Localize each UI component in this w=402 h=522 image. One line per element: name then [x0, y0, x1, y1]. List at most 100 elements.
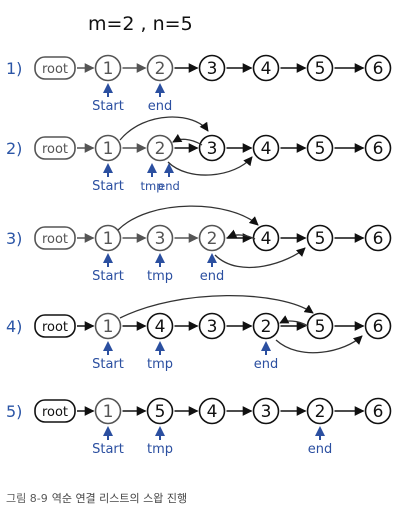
- list-node-value: 1: [103, 229, 114, 249]
- link-1-to-5: [119, 294, 314, 319]
- link-2-to-6: [275, 335, 363, 354]
- pointer-label: Start: [92, 442, 124, 457]
- root-node: [34, 314, 76, 338]
- pointer-label: end: [148, 99, 173, 114]
- list-node: [94, 134, 122, 162]
- list-node-value: 4: [261, 59, 272, 79]
- pointer-label: end: [158, 179, 180, 193]
- list-node-value: 4: [261, 139, 272, 159]
- list-node-value: 4: [261, 229, 272, 249]
- link-1-to-4: [117, 205, 259, 231]
- root-node: [34, 399, 76, 423]
- step-label: 5): [6, 402, 22, 421]
- list-node-value: 5: [315, 229, 326, 249]
- pointer-label: Start: [92, 179, 124, 194]
- pointer-label: tmp: [140, 179, 163, 193]
- list-node-value: 6: [373, 139, 384, 159]
- list-node-value: 6: [373, 59, 384, 79]
- list-node-value: 1: [103, 317, 114, 337]
- list-node: [198, 224, 226, 252]
- step-4-links: [119, 294, 363, 354]
- list-node-value: 1: [103, 402, 114, 422]
- list-node-value: 4: [155, 317, 166, 337]
- pointer-label: end: [308, 442, 333, 457]
- root-node-label: root: [42, 405, 68, 420]
- list-node: [198, 54, 226, 82]
- list-node: [198, 397, 226, 425]
- list-node: [146, 312, 174, 340]
- root-node-label: root: [42, 142, 68, 157]
- list-node: [146, 134, 174, 162]
- pointer-label: Start: [92, 99, 124, 114]
- list-node-value: 3: [155, 229, 166, 249]
- pointer-label: Start: [92, 357, 124, 372]
- step-label: 2): [6, 139, 22, 158]
- list-node: [252, 134, 280, 162]
- list-node-value: 5: [155, 402, 166, 422]
- step-label: 4): [6, 317, 22, 336]
- link-2-to-4: [167, 156, 253, 176]
- step-2-links: [119, 116, 253, 176]
- list-node-value: 5: [315, 139, 326, 159]
- list-node-value: 6: [373, 317, 384, 337]
- figure-number: 그림 8-9: [6, 492, 48, 505]
- list-node: [146, 397, 174, 425]
- pointer-label: tmp: [147, 269, 173, 284]
- list-node: [94, 312, 122, 340]
- pointer-label: end: [254, 357, 279, 372]
- list-node-value: 6: [373, 402, 384, 422]
- list-node-value: 1: [103, 59, 114, 79]
- pointer-label: Start: [92, 269, 124, 284]
- list-node-value: 2: [155, 139, 166, 159]
- list-node: [198, 312, 226, 340]
- list-node: [198, 134, 226, 162]
- link-1-to-3: [119, 116, 209, 141]
- step-label: 1): [6, 59, 22, 78]
- list-node: [306, 54, 334, 82]
- list-node-value: 5: [315, 317, 326, 337]
- pointer-label: tmp: [147, 357, 173, 372]
- root-node-label: root: [42, 232, 68, 247]
- list-node-value: 3: [261, 402, 272, 422]
- list-node-value: 3: [207, 59, 218, 79]
- list-node-value: 6: [373, 229, 384, 249]
- list-node: [252, 54, 280, 82]
- list-node-value: 2: [207, 229, 218, 249]
- list-node-value: 3: [207, 317, 218, 337]
- list-node-value: 2: [261, 317, 272, 337]
- list-node: [146, 54, 174, 82]
- link-3-to-2: [172, 133, 203, 146]
- list-node-value: 4: [207, 402, 218, 422]
- link-2-to-5: [214, 247, 306, 269]
- root-node: [34, 226, 76, 250]
- list-node: [252, 312, 280, 340]
- step-label: 3): [6, 229, 22, 248]
- list-node: [252, 397, 280, 425]
- list-node: [364, 224, 392, 252]
- root-node-label: root: [42, 62, 68, 77]
- diagram-title: m=2 , n=5: [88, 13, 193, 35]
- list-node-value: 1: [103, 139, 114, 159]
- link-5-to-2: [279, 315, 309, 327]
- figure-caption-text: 역순 연결 리스트의 스왑 진행: [51, 492, 188, 505]
- link-4-to-2: [227, 229, 256, 240]
- list-node: [306, 224, 334, 252]
- list-node: [94, 224, 122, 252]
- list-node: [94, 397, 122, 425]
- list-node-value: 2: [155, 59, 166, 79]
- list-node: [364, 54, 392, 82]
- list-node: [364, 397, 392, 425]
- root-node: [34, 56, 76, 80]
- pointer-label: tmp: [147, 442, 173, 457]
- list-node: [364, 134, 392, 162]
- list-node-value: 5: [315, 59, 326, 79]
- pointer-label: end: [200, 269, 225, 284]
